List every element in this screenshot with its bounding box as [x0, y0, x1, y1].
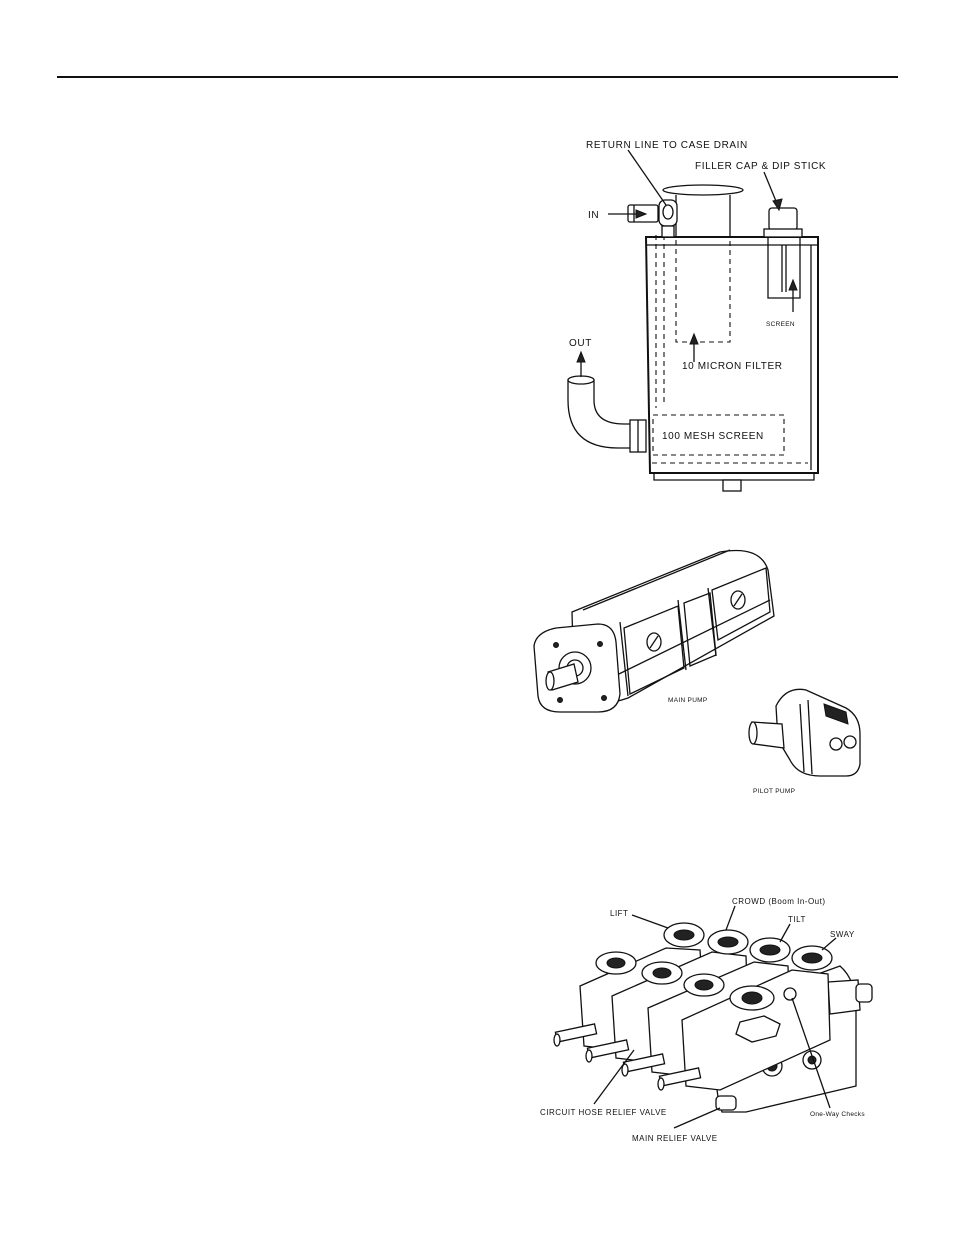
reservoir-diagram: RETURN LINE TO CASE DRAIN FILLER CAP & D… [567, 140, 826, 492]
micron-filter-element [675, 240, 731, 343]
label-filler-cap: FILLER CAP & DIP STICK [695, 161, 826, 172]
label-pilot-pump: PILOT PUMP [753, 788, 795, 795]
pumps-diagram: MAIN PUMP PILOT PUMP [533, 549, 861, 795]
main-relief-valve [715, 1095, 737, 1111]
label-main-pump: MAIN PUMP [668, 697, 708, 704]
filler-cap [768, 207, 798, 231]
label-tilt: TILT [788, 915, 806, 924]
label-out: OUT [569, 338, 592, 349]
label-sway: SWAY [830, 930, 855, 939]
label-circuit-hose-relief: CIRCUIT HOSE RELIEF VALVE [540, 1108, 667, 1117]
drain-plug [722, 479, 742, 492]
mesh-screen-box [652, 414, 785, 456]
dip-screen [767, 237, 801, 299]
header-rule [57, 76, 898, 78]
label-lift: LIFT [610, 909, 628, 918]
control-valve-diagram: CROWD (Boom In-Out) LIFT TILT SWAY CIRCU… [540, 897, 873, 1143]
label-return-line: RETURN LINE TO CASE DRAIN [586, 140, 748, 151]
valve-spools [553, 1023, 702, 1091]
label-main-relief: MAIN RELIEF VALVE [632, 1134, 718, 1143]
label-crowd: CROWD (Boom In-Out) [732, 897, 826, 906]
label-micron-filter: 10 MICRON FILTER [682, 361, 783, 372]
label-mesh-screen: 100 MESH SCREEN [662, 431, 764, 442]
filler-tube-cap [662, 184, 744, 196]
out-elbow-pipe [567, 379, 635, 449]
reservoir-tank [644, 236, 819, 474]
label-in: IN [588, 210, 599, 221]
label-one-way-checks: One-Way Checks [810, 1111, 865, 1118]
pilot-pump-body [775, 688, 861, 777]
label-screen: SCREEN [766, 321, 795, 328]
